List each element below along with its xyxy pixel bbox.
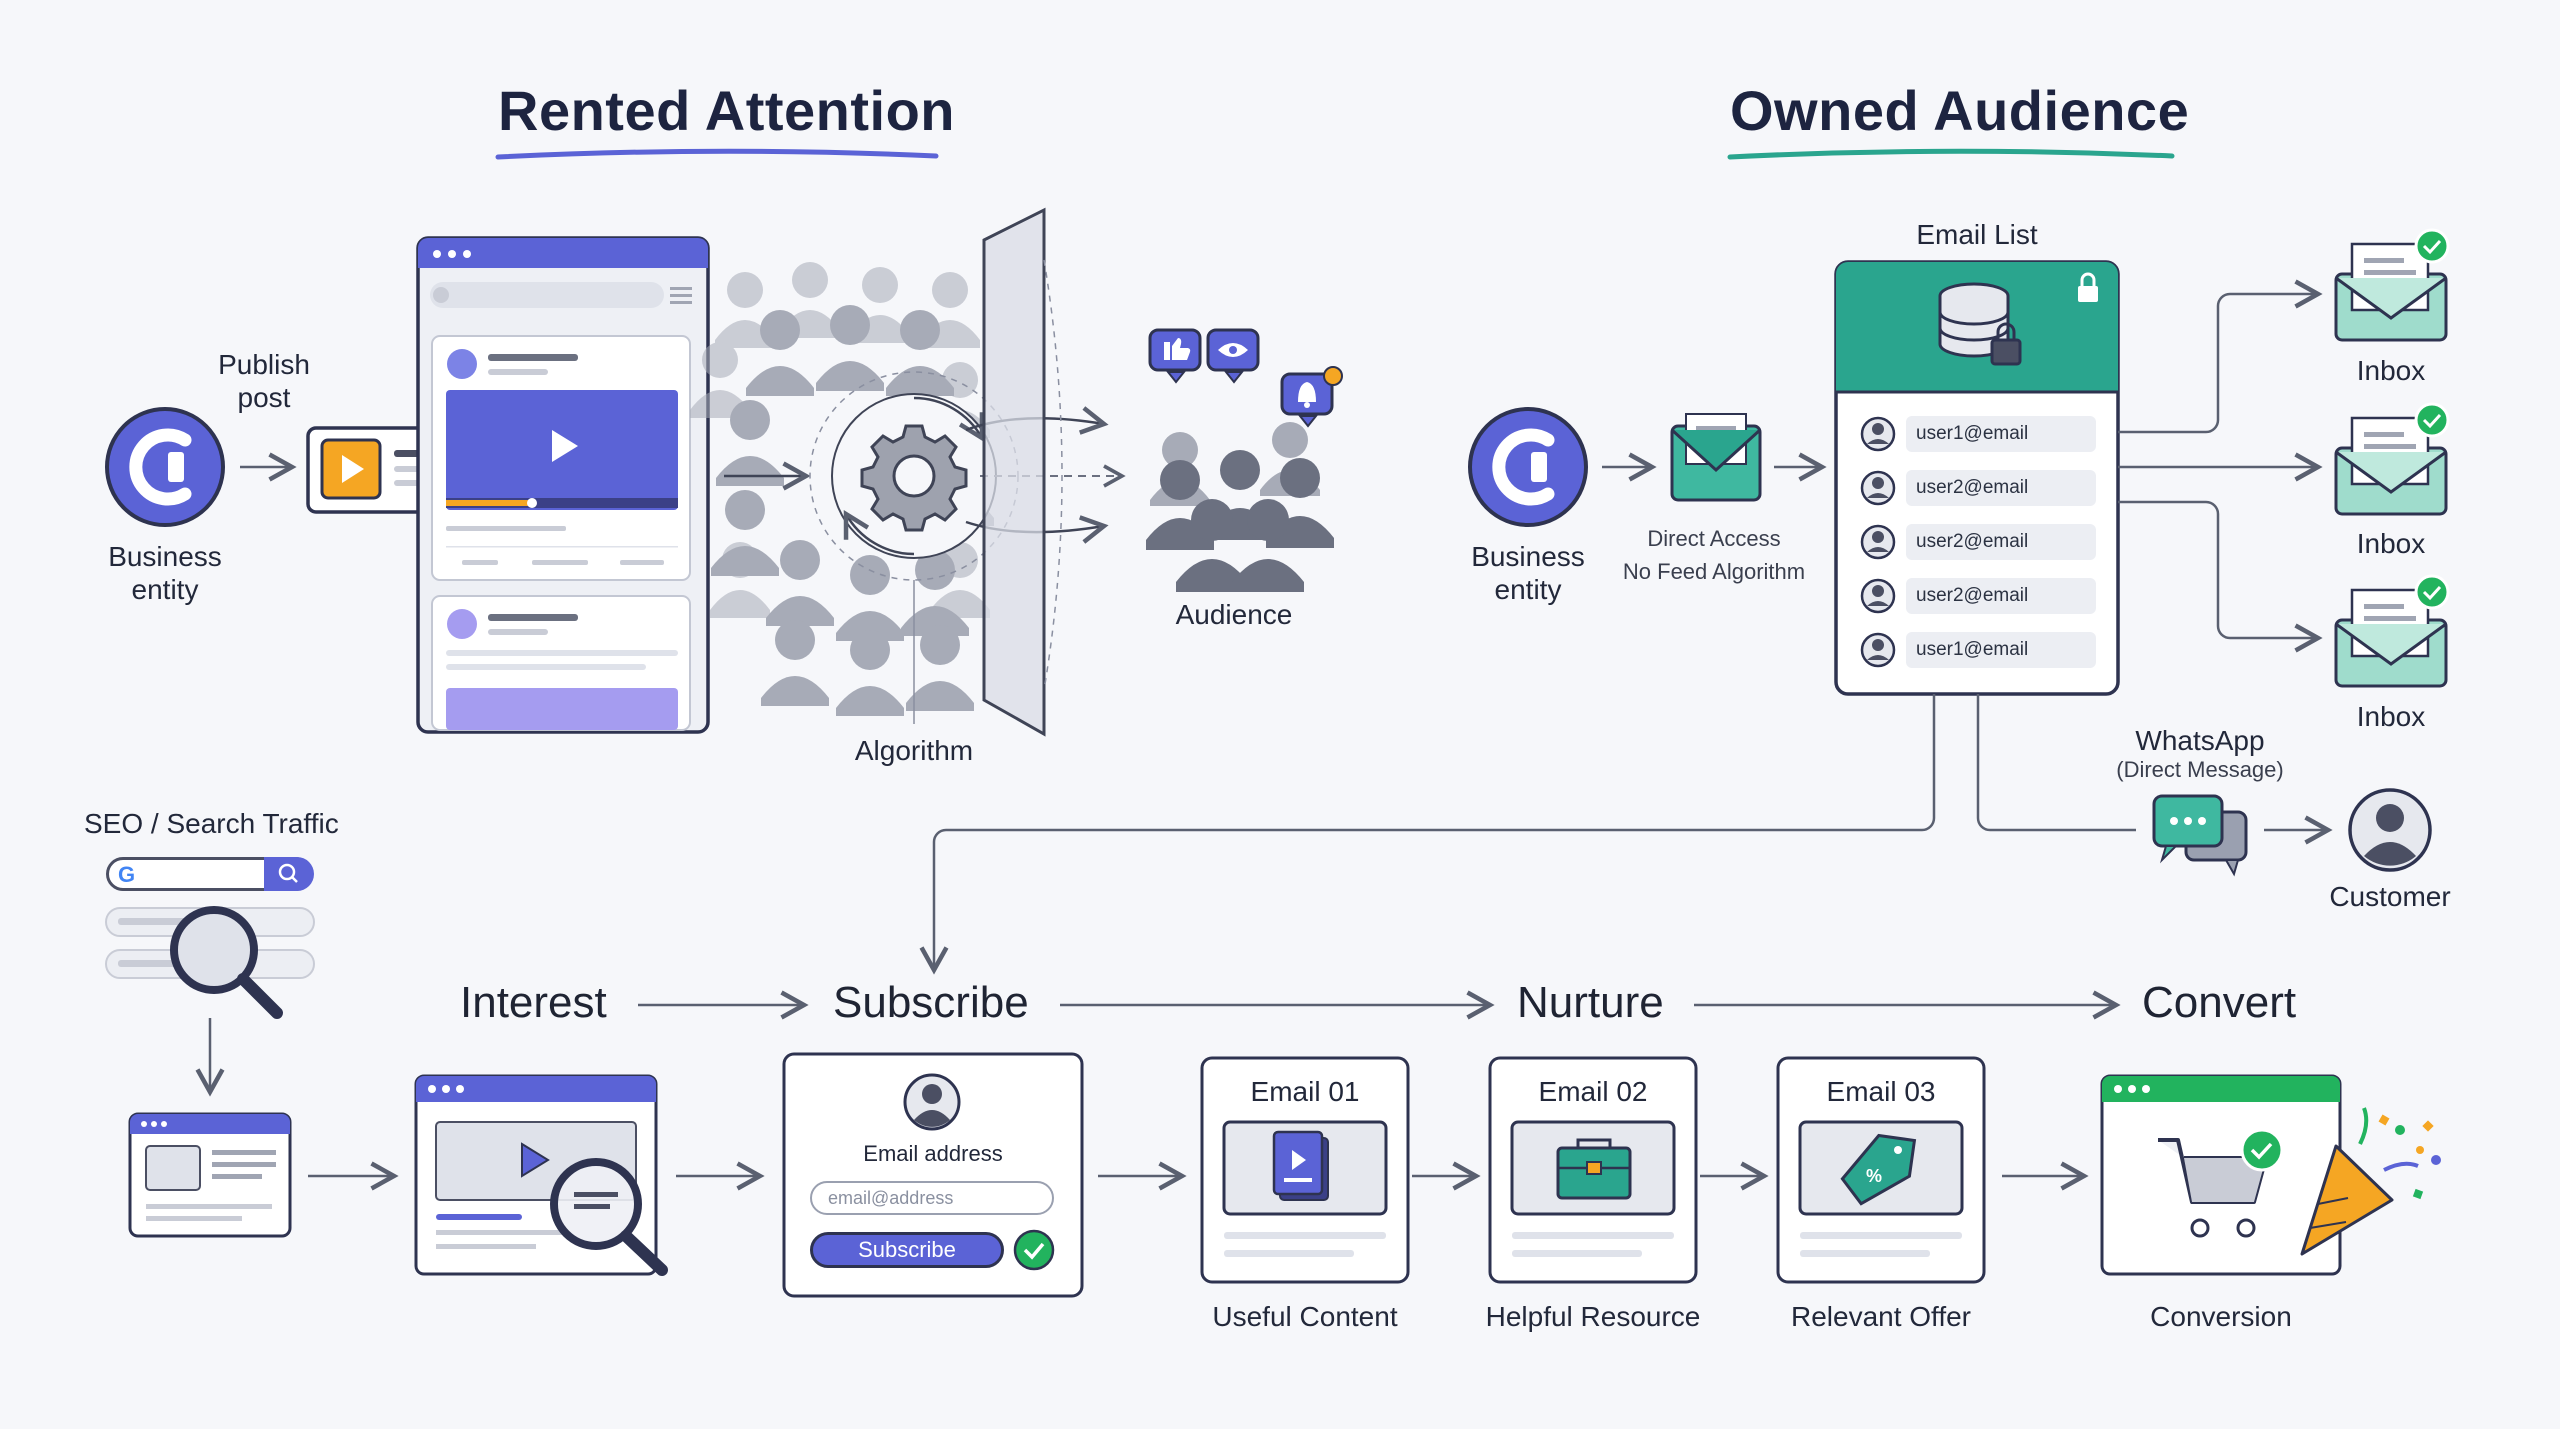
business-entity-label-left: Business entity <box>108 541 222 605</box>
email-item[interactable]: user1@email <box>1916 423 2029 444</box>
email-01-card <box>1200 1056 1410 1284</box>
inbox-envelope-icon-3 <box>2334 574 2450 688</box>
price-tag-icon: % <box>1840 1133 1917 1206</box>
stage-interest: Interest <box>460 978 607 1027</box>
landing-page-icon <box>128 1112 292 1238</box>
email-01-title: Email 01 <box>1250 1076 1360 1107</box>
customer-label: Customer <box>2329 881 2451 912</box>
direct-access-label: Direct Access No Feed Algorithm <box>1622 526 1806 584</box>
email-item[interactable]: user2@email <box>1916 585 2029 606</box>
audience-people-icon <box>1146 422 1334 592</box>
inbox-envelope-icon-1 <box>2334 228 2450 342</box>
direct-email-envelope-icon <box>1670 413 1762 502</box>
shopping-cart-icon <box>2158 1138 2268 1238</box>
email-field-label: Email address <box>863 1141 1003 1166</box>
business-entity-label-right: Business entity <box>1471 541 1585 605</box>
email-rows <box>1860 416 2096 668</box>
email-item[interactable]: user2@email <box>1916 531 2029 552</box>
interest-video-browser-icon <box>414 1074 668 1276</box>
toolbox-icon <box>1556 1138 1632 1200</box>
seo-label: SEO / Search Traffic <box>84 808 339 839</box>
email-03-title: Email 03 <box>1826 1076 1936 1107</box>
inbox-label-3: Inbox <box>2356 701 2426 732</box>
algorithm-filter-panel <box>982 207 1063 737</box>
rented-attention-title: Rented Attention <box>498 79 955 142</box>
email-02-title: Email 02 <box>1538 1076 1648 1107</box>
inbox-envelope-icon-2 <box>2334 402 2450 516</box>
stage-convert: Convert <box>2142 978 2297 1027</box>
useful-content-label: Useful Content <box>1212 1301 1398 1332</box>
relevant-offer-label: Relevant Offer <box>1790 1301 1972 1332</box>
email-item[interactable]: user2@email <box>1916 477 2029 498</box>
eye-bubble-icon <box>1206 328 1260 384</box>
rented-title-underline <box>495 148 939 160</box>
whatsapp-label: WhatsApp (Direct Message) <box>2116 725 2284 782</box>
owned-title-underline <box>1727 148 2175 160</box>
email-03-card: % <box>1776 1056 1986 1284</box>
database-icon <box>1938 282 2022 366</box>
business-entity-icon-left <box>105 407 225 527</box>
lock-icon <box>2078 272 2098 302</box>
social-feed-browser <box>416 236 710 734</box>
inbox-label-2: Inbox <box>2356 528 2426 559</box>
stage-subscribe: Subscribe <box>833 978 1029 1027</box>
owned-audience-title: Owned Audience <box>1730 79 2190 142</box>
party-popper-icon <box>2300 1107 2441 1256</box>
search-icon <box>278 863 298 883</box>
email-list-title: Email List <box>1916 219 2038 250</box>
notification-bell-icon <box>1280 366 1343 428</box>
helpful-resource-label: Helpful Resource <box>1485 1301 1701 1332</box>
publish-post-label: Publish post <box>218 349 310 413</box>
inbox-label-1: Inbox <box>2356 355 2426 386</box>
like-bubble-icon <box>1148 328 1202 384</box>
business-entity-icon-right <box>1468 407 1588 527</box>
algorithm-gear-icon <box>809 371 1019 724</box>
magnifier-icon <box>170 906 283 1019</box>
svg-text:%: % <box>1866 1166 1882 1186</box>
email-02-card <box>1488 1056 1698 1284</box>
stage-nurture: Nurture <box>1517 978 1664 1027</box>
customer-avatar-icon <box>2348 788 2432 872</box>
search-button[interactable] <box>264 857 314 891</box>
document-icon <box>1272 1130 1329 1201</box>
audience-label: Audience <box>1175 599 1293 630</box>
google-icon: G <box>118 862 136 887</box>
email-input[interactable]: email@address <box>810 1181 1054 1215</box>
conversion-label: Conversion <box>2150 1301 2292 1332</box>
whatsapp-chat-icon <box>2152 794 2248 877</box>
subscribe-button[interactable]: Subscribe <box>810 1232 1004 1268</box>
algorithm-label: Algorithm <box>854 735 974 766</box>
email-item[interactable]: user1@email <box>1916 639 2029 660</box>
